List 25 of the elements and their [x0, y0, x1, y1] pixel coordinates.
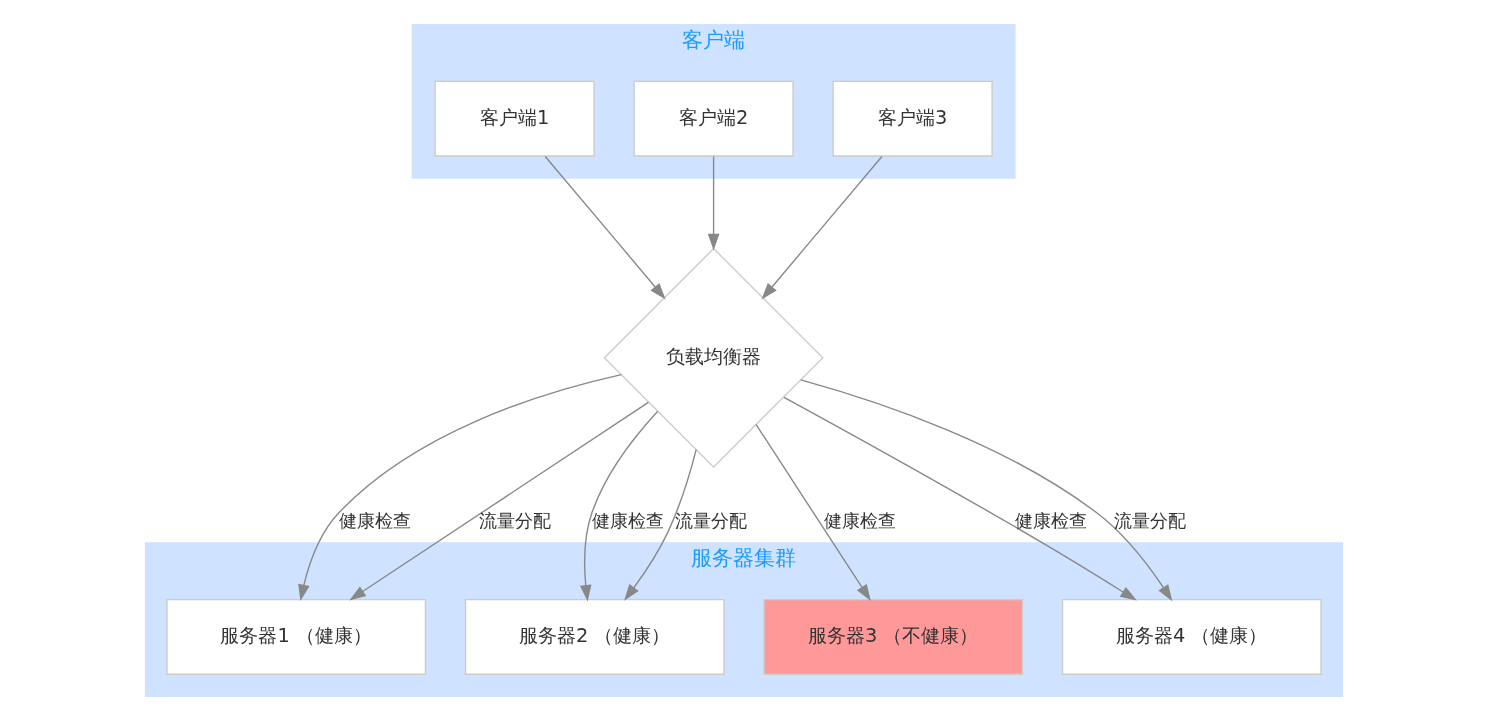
edge-label: 健康检查	[591, 509, 664, 531]
node-box: 客户端3	[832, 80, 993, 157]
arrow	[707, 155, 720, 251]
arrow	[579, 410, 659, 602]
edge-label: 健康检查	[1014, 509, 1087, 531]
arrow	[624, 448, 697, 601]
node-box: 客户端2	[633, 80, 794, 157]
arrow	[783, 396, 1137, 601]
arrow	[349, 401, 650, 601]
arrow	[761, 155, 883, 300]
arrow	[755, 423, 871, 602]
node-box: 服务器1 （健康）	[166, 598, 427, 675]
arrow	[298, 373, 622, 602]
node-box: 服务器4 （健康）	[1061, 598, 1322, 675]
edge-label: 流量分配	[1114, 509, 1187, 531]
edge-label: 健康检查	[824, 509, 897, 531]
arrow	[544, 155, 666, 300]
node-diamond: 负载均衡器	[603, 247, 824, 468]
edge-label: 流量分配	[674, 509, 747, 531]
node-box: 客户端1	[434, 80, 595, 157]
node-box: 服务器3 （不健康）	[763, 598, 1024, 675]
arrow	[800, 379, 1173, 602]
edge-label: 健康检查	[339, 509, 411, 531]
node-box: 服务器2 （健康）	[464, 598, 725, 675]
edge-label: 流量分配	[478, 509, 551, 531]
